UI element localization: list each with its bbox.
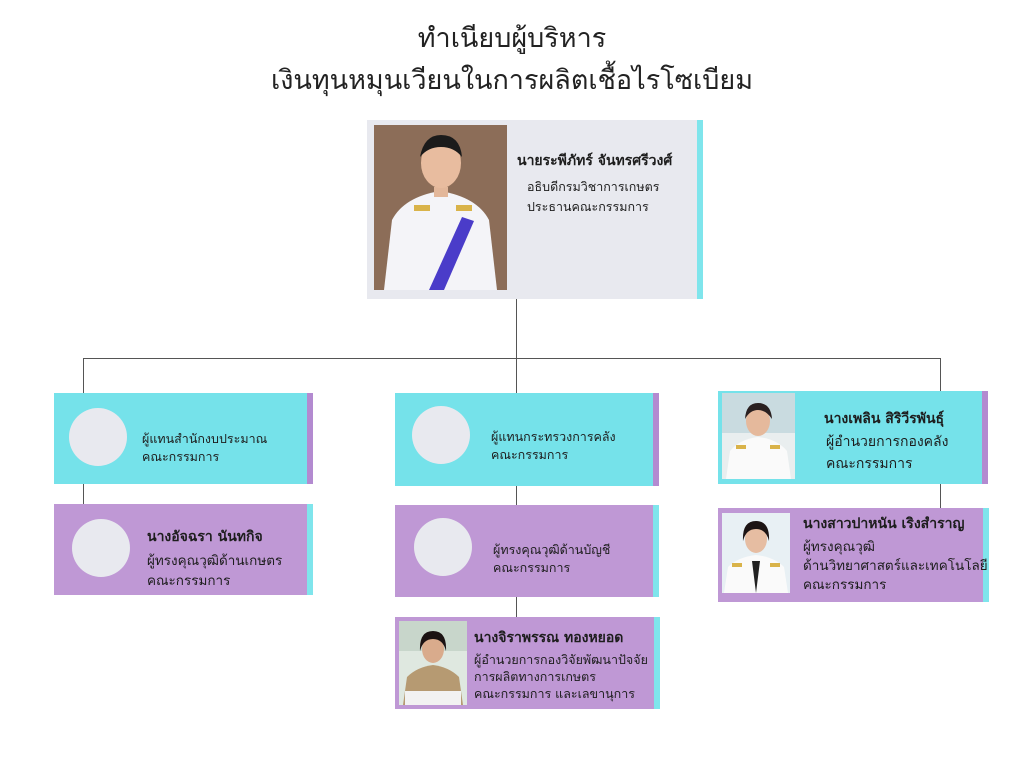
budget-rep-role-1: ผู้แทนสำนักงบประมาณ [142,431,268,446]
secretary-role-1: ผู้อำนวยการกองวิจัยพัฒนาปัจจัย [474,652,648,667]
person-portrait-icon [374,125,507,290]
finance-rep-card: ผู้แทนกระทรวงการคลัง คณะกรรมการ [395,393,659,486]
finance-director-name: นางเพลิน สิริวีรพันธุ์ [824,411,945,427]
agri-expert-card: นางอัจฉรา นันทกิจ ผู้ทรงคุณวุฒิด้านเกษตร… [54,504,313,595]
connector-center-bottom [516,597,517,618]
accounting-expert-role-1: ผู้ทรงคุณวุฒิด้านบัญชี [493,542,611,557]
budget-rep-role-2: คณะกรรมการ [142,449,220,464]
science-expert-card: นางสาวปาหนัน เริงสำราญ ผู้ทรงคุณวุฒิ ด้า… [718,508,989,602]
agri-expert-name: นางอัจฉรา นันทกิจ [147,529,263,545]
finance-director-role-1: ผู้อำนวยการกองคลัง [826,434,949,450]
science-expert-name: นางสาวปาหนัน เริงสำราญ [803,516,965,532]
card-accent-stripe [307,504,313,595]
agri-expert-role-1: ผู้ทรงคุณวุฒิด้านเกษตร [147,553,283,569]
connector-trunk [516,298,517,394]
placeholder-avatar [414,518,472,576]
card-accent-stripe [653,505,659,597]
placeholder-avatar [72,519,130,577]
accounting-expert-role-2: คณะกรรมการ [493,560,571,575]
budget-rep-card: ผู้แทนสำนักงบประมาณ คณะกรรมการ [54,393,313,484]
page-subtitle: เงินทุนหมุนเวียนในการผลิตเชื้อไรโซเบียม [270,65,754,96]
secretary-name: นางจิราพรรณ ทองหยอด [474,630,624,646]
person-portrait-icon [722,513,790,593]
science-expert-role-3: คณะกรรมการ [803,577,887,593]
finance-director-card: นางเพลิน สิริวีรพันธุ์ ผู้อำนวยการกองคลั… [718,391,988,484]
chairman-photo [374,125,507,290]
chairman-card: นายระพีภัทร์ จันทรศรีวงศ์ อธิบดีกรมวิชาก… [367,120,703,299]
connector-right-lower [940,484,941,508]
card-accent-stripe [983,508,989,602]
finance-rep-role-1: ผู้แทนกระทรวงการคลัง [491,429,616,444]
page-title: ทำเนียบผู้บริหาร [417,23,607,54]
connector-left-drop [83,358,84,394]
card-accent-stripe [697,120,703,299]
card-accent-stripe [982,391,988,484]
finance-director-role-2: คณะกรรมการ [826,456,913,472]
science-expert-role-2: ด้านวิทยาศาสตร์และเทคโนโลยี [803,558,988,574]
placeholder-avatar [69,408,127,466]
finance-director-photo [722,393,795,479]
card-accent-stripe [307,393,313,484]
secretary-role-3: คณะกรรมการ และเลขานุการ [474,686,635,701]
connector-left-lower [83,484,84,504]
secretary-photo [399,621,467,705]
secretary-role-2: การผลิตทางการเกษตร [474,669,596,684]
chairman-name: นายระพีภัทร์ จันทรศรีวงศ์ [517,153,673,169]
science-expert-photo [722,513,790,593]
chairman-role-1: อธิบดีกรมวิชาการเกษตร [527,179,660,194]
science-expert-role-1: ผู้ทรงคุณวุฒิ [803,539,875,555]
secretary-card: นางจิราพรรณ ทองหยอด ผู้อำนวยการกองวิจัยพ… [395,617,660,709]
connector-center-lower [516,486,517,505]
card-accent-stripe [653,393,659,486]
person-portrait-icon [399,621,467,705]
finance-rep-role-2: คณะกรรมการ [491,447,569,462]
connector-right-drop [940,358,941,391]
connector-horizontal [83,358,941,359]
person-portrait-icon [722,393,795,479]
card-accent-stripe [654,617,660,709]
placeholder-avatar [412,406,470,464]
accounting-expert-card: ผู้ทรงคุณวุฒิด้านบัญชี คณะกรรมการ [395,505,659,597]
agri-expert-role-2: คณะกรรมการ [147,573,231,589]
chairman-role-2: ประธานคณะกรรมการ [527,199,649,214]
